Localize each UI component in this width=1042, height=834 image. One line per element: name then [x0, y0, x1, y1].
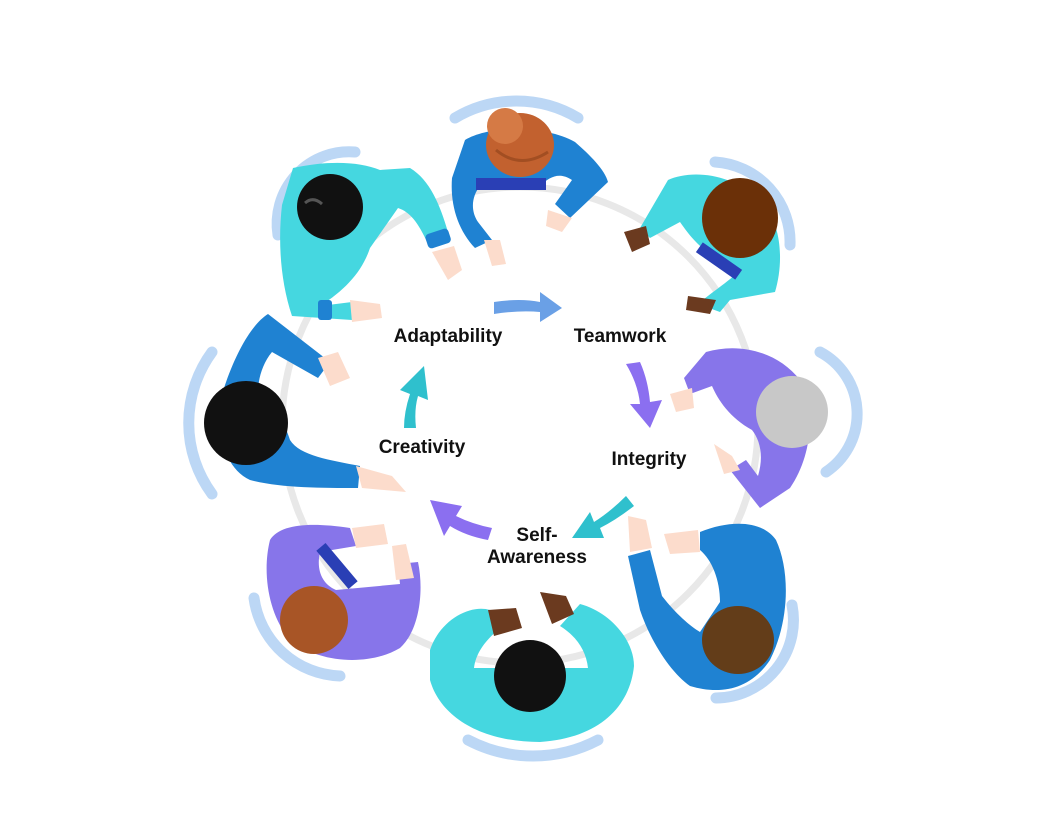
head — [702, 606, 774, 674]
arrow-integrity-to-self-awareness — [572, 496, 634, 538]
hand — [670, 388, 694, 412]
chair-back — [462, 734, 604, 762]
arrow-adaptability-to-teamwork — [494, 292, 562, 322]
hand — [714, 444, 740, 474]
label-self-awareness: Self- Awareness — [472, 525, 602, 569]
chair-back — [449, 95, 584, 124]
person-top-right — [624, 156, 796, 314]
chair-back — [248, 592, 346, 682]
hand — [540, 592, 574, 624]
hand — [686, 296, 716, 314]
hand — [432, 246, 462, 280]
person-bottom — [430, 592, 634, 762]
hand — [664, 530, 700, 554]
person-bottom-right — [628, 516, 799, 704]
head — [204, 381, 288, 465]
chair-back — [814, 346, 863, 478]
hand — [350, 300, 382, 322]
person-left — [183, 314, 406, 500]
chair-back — [183, 346, 218, 500]
person-right — [670, 346, 863, 508]
arrow-teamwork-to-integrity — [626, 362, 662, 428]
hand — [546, 210, 572, 232]
chair-back — [710, 599, 799, 704]
hand — [318, 352, 350, 386]
hand — [356, 466, 406, 492]
arrow-creativity-to-adaptability — [400, 366, 428, 428]
person-top-left — [271, 146, 462, 322]
head — [756, 376, 828, 448]
label-adaptability: Adaptability — [393, 326, 503, 347]
head — [280, 586, 348, 654]
person-bottom-left — [248, 524, 421, 682]
hand — [352, 524, 388, 548]
chair-back — [709, 156, 796, 251]
hand — [628, 516, 652, 552]
hand — [392, 544, 414, 580]
label-integrity: Integrity — [611, 449, 687, 470]
hair-bun — [487, 108, 523, 144]
person-top — [449, 95, 608, 266]
hand — [624, 226, 650, 252]
label-creativity: Creativity — [378, 437, 466, 458]
arrow-self-awareness-to-creativity — [430, 500, 492, 540]
hand — [488, 608, 522, 636]
cycle-arrows — [400, 292, 662, 540]
head — [297, 174, 363, 240]
hand — [484, 240, 506, 266]
head — [494, 640, 566, 712]
label-self-awareness-line2: Awareness — [487, 547, 587, 568]
head — [702, 178, 778, 258]
label-teamwork: Teamwork — [573, 326, 667, 347]
label-self-awareness-line1: Self- — [516, 525, 558, 546]
